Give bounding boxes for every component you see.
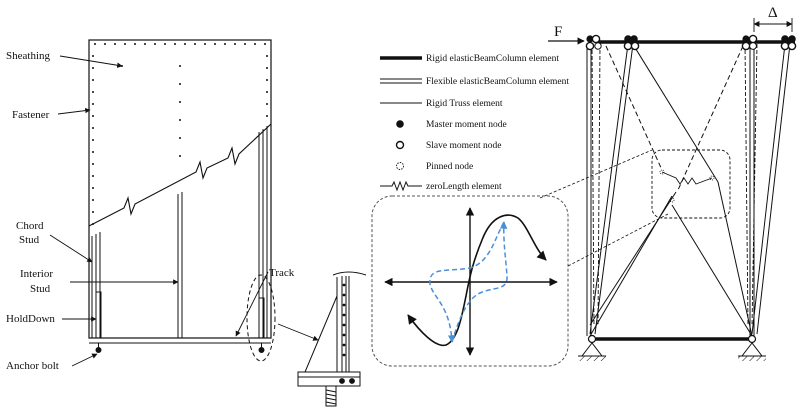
force-label: F xyxy=(554,24,562,40)
sheathing-board xyxy=(88,39,272,339)
label-interior-2: Stud xyxy=(30,283,51,295)
legend-dashed-circle xyxy=(396,162,404,170)
legend-label-6: zeroLength element xyxy=(426,182,502,192)
legend-label-5: Pinned node xyxy=(426,162,473,172)
legend: Rigid elasticBeamColumn element Flexible… xyxy=(380,54,569,192)
legend-spring xyxy=(380,180,422,192)
model-supports xyxy=(578,342,766,361)
legend-filled-circle xyxy=(396,120,404,128)
wall-labels: Sheathing Fastener Chord Stud Interior S… xyxy=(6,50,295,372)
legend-label-1: Flexible elasticBeamColumn element xyxy=(426,77,569,87)
label-chord-2: Stud xyxy=(19,234,40,246)
displacement-label: Δ xyxy=(768,5,778,21)
backbone-curve xyxy=(407,214,547,347)
label-fastener: Fastener xyxy=(12,109,50,121)
fastener-dots xyxy=(92,43,268,225)
hysteresis-inset xyxy=(371,195,569,367)
cutaway-line xyxy=(88,123,272,227)
legend-label-2: Rigid Truss element xyxy=(426,99,503,109)
legend-label-0: Rigid elasticBeamColumn element xyxy=(426,54,559,64)
hysteresis-loop-return xyxy=(451,221,508,343)
holddown-detail xyxy=(277,271,367,407)
detail-callout-ellipse xyxy=(246,274,276,362)
holddown-left xyxy=(95,291,102,353)
legend-double-line xyxy=(380,78,422,84)
wall-panel xyxy=(88,39,276,362)
label-chord-1: Chord xyxy=(16,220,44,232)
legend-label-4: Slave moment node xyxy=(426,141,501,151)
label-interior-1: Interior xyxy=(20,268,53,280)
hysteresis-loop xyxy=(429,221,505,343)
loads: F Δ xyxy=(548,5,793,45)
holddown-right xyxy=(258,297,265,353)
legend-label-3: Master moment node xyxy=(426,120,507,130)
legend-open-circle xyxy=(395,140,405,150)
label-track: Track xyxy=(269,267,295,279)
label-sheathing: Sheathing xyxy=(6,50,50,62)
label-anchor-bolt: Anchor bolt xyxy=(6,360,59,372)
model-nodes xyxy=(585,34,797,344)
label-holddown: HoldDown xyxy=(6,313,55,325)
numerical-model xyxy=(586,40,795,341)
